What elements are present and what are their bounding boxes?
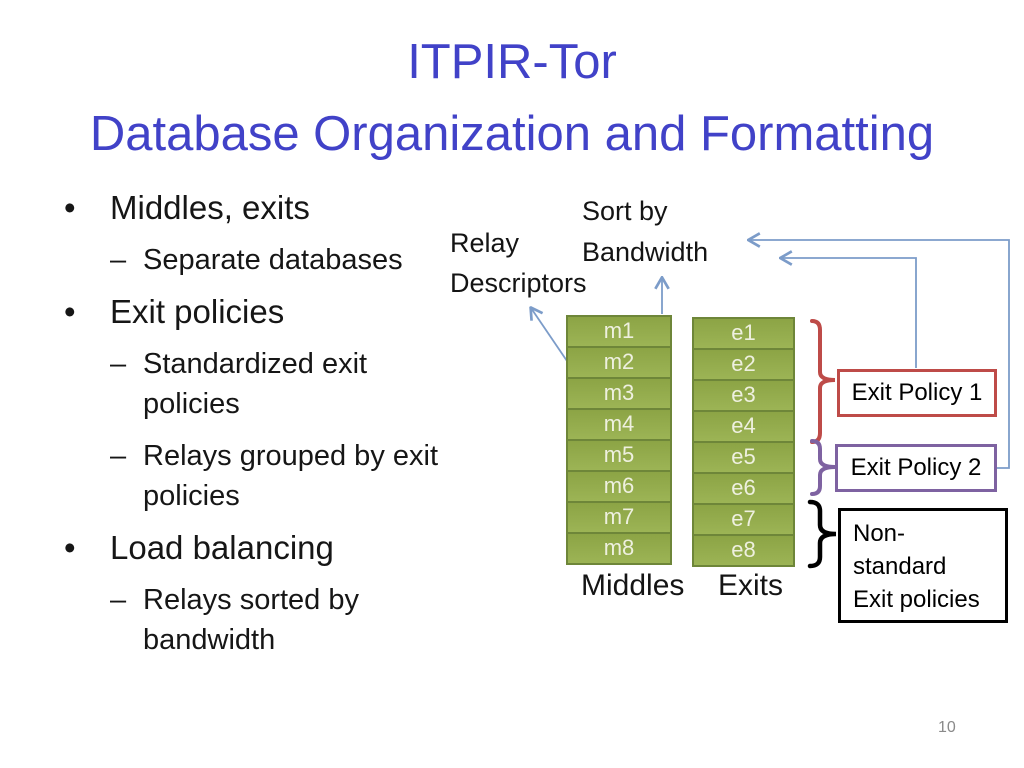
exit-policy-1-box: Exit Policy 1 [837, 369, 997, 417]
arrow-middles-to-relay-descriptors-label [531, 308, 568, 362]
exits-cell: e4 [692, 410, 795, 443]
bullet-text: Load balancing [110, 529, 334, 566]
exits-cell: e6 [692, 472, 795, 505]
sort-by-bandwidth-label: Sort by Bandwidth [582, 196, 709, 267]
exits-column: e1 e2 e3 e4 e5 e6 e7 e8 [692, 317, 795, 567]
relay-descriptors-label: Relay Descriptors [450, 228, 587, 298]
middles-cell: m7 [566, 501, 672, 534]
slide-title-line2: Database Organization and Formatting [89, 107, 935, 161]
bullet-text: Relays grouped by exit policies [143, 440, 438, 512]
middles-cell: m4 [566, 408, 672, 441]
exits-column-label: Exits [718, 569, 784, 602]
brace-exit-policy-1-group [810, 319, 836, 444]
bullet-text: Exit policies [110, 293, 285, 330]
dash-marker-icon: – [110, 244, 127, 276]
bullet-subitem: – Relays sorted by bandwidth [110, 580, 516, 660]
exits-cell: e1 [692, 317, 795, 350]
bullet-text: Middles, exits [110, 189, 310, 226]
bullet-text: Relays sorted by bandwidth [143, 584, 359, 656]
brace-nonstandard-group [807, 499, 837, 569]
middles-column: m1 m2 m3 m4 m5 m6 m7 m8 [566, 315, 672, 565]
middles-column-label: Middles [581, 569, 685, 602]
page-number: 10 [938, 719, 956, 736]
middles-cell: m3 [566, 377, 672, 410]
middles-cell: m2 [566, 346, 672, 379]
exit-policy-2-box: Exit Policy 2 [835, 444, 997, 492]
bullet-marker-icon: • [64, 529, 76, 566]
middles-cell: m1 [566, 315, 672, 348]
middles-cell: m5 [566, 439, 672, 472]
exits-cell: e8 [692, 534, 795, 567]
dash-marker-icon: – [110, 348, 127, 380]
brace-exit-policy-2-group [810, 439, 836, 496]
bullet-item: • Load balancing [56, 528, 516, 568]
dash-marker-icon: – [110, 584, 127, 616]
middles-cell: m6 [566, 470, 672, 503]
arrow-exit-policy-1-to-sort-label [781, 258, 917, 368]
exits-cell: e7 [692, 503, 795, 536]
nonstandard-exit-policies-box: Non- standard Exit policies [838, 508, 1008, 623]
bullet-marker-icon: • [64, 293, 76, 330]
slide-title: ITPIR-Tor Database Organization and Form… [0, 26, 1024, 170]
bullet-marker-icon: • [64, 189, 76, 226]
bullet-item: • Exit policies [56, 292, 516, 332]
bullet-subitem: – Separate databases [110, 240, 516, 280]
dash-marker-icon: – [110, 440, 127, 472]
middles-cell: m8 [566, 532, 672, 565]
bullet-text: Separate databases [143, 244, 403, 276]
bullet-item: • Middles, exits [56, 188, 516, 228]
exits-cell: e3 [692, 379, 795, 412]
bullet-text: Standardized exit policies [143, 348, 368, 420]
bullet-subitem: – Standardized exit policies [110, 344, 516, 424]
bullet-subitem: – Relays grouped by exit policies [110, 436, 516, 516]
bullet-list: • Middles, exits – Separate databases • … [56, 186, 516, 672]
exits-cell: e2 [692, 348, 795, 381]
exits-cell: e5 [692, 441, 795, 474]
slide-title-line1: ITPIR-Tor [407, 35, 617, 89]
